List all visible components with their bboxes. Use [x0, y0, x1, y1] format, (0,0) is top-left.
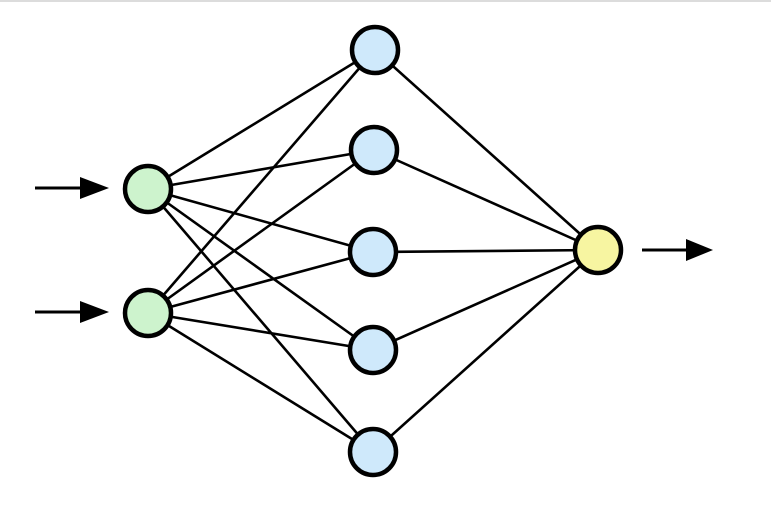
node-hidden-3: [347, 226, 399, 278]
edge-input-2-hidden-2: [147, 148, 375, 315]
input-arrow-1: [35, 177, 109, 199]
edge-hidden-1-output-1: [374, 49, 599, 251]
input-arrow-2-head-icon: [80, 301, 109, 323]
node-hidden-5: [347, 426, 399, 478]
edge-input-2-hidden-5: [147, 311, 374, 454]
arrows-group: [35, 177, 713, 323]
edge-input-1-hidden-2: [147, 148, 375, 191]
input-arrow-1-head-icon: [80, 177, 109, 199]
node-hidden-2: [348, 124, 400, 176]
edge-input-1-hidden-1: [147, 48, 376, 191]
node-hidden-1: [349, 24, 401, 76]
window-top-border: [0, 0, 771, 2]
output-arrow-head-icon: [686, 239, 713, 261]
nodes-group: [122, 24, 624, 478]
node-hidden-4: [347, 324, 399, 376]
node-input-2: [122, 287, 174, 339]
edge-input-2-hidden-4: [147, 311, 374, 352]
edge-input-1-hidden-5: [147, 188, 374, 453]
edge-hidden-2-output-1: [373, 148, 599, 252]
node-output-1: [572, 224, 624, 276]
output-arrow: [642, 239, 713, 261]
edge-input-1-hidden-4: [147, 187, 374, 352]
edges-group: [147, 48, 599, 454]
edge-hidden-3-output-1: [372, 248, 599, 254]
edge-hidden-4-output-1: [372, 248, 599, 352]
edge-input-2-hidden-3: [147, 250, 374, 315]
edge-input-2-hidden-1: [147, 49, 376, 314]
input-arrow-2: [35, 301, 109, 323]
node-input-1: [122, 163, 174, 215]
edge-input-1-hidden-3: [147, 187, 374, 254]
edge-hidden-5-output-1: [372, 249, 599, 453]
